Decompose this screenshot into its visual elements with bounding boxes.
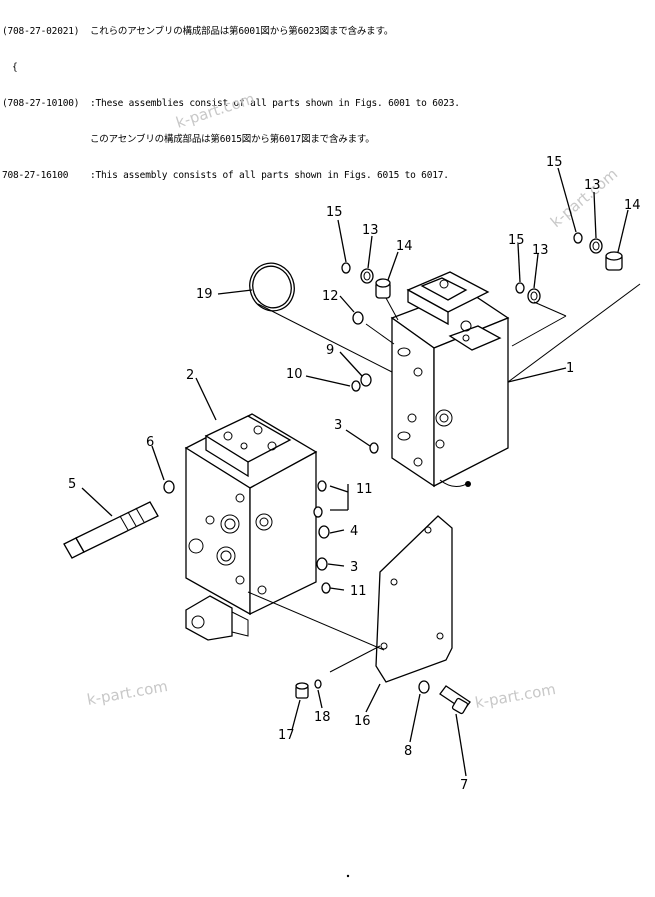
header-row-1: (708-27-02021) これらのアセンブリの構成部品は第6001図から第60… (2, 26, 460, 38)
header-en-line-1: These assemblies consist of all parts sh… (95, 98, 460, 109)
o-ring-12 (352, 311, 364, 325)
bolt-5 (63, 501, 159, 559)
callout-11: 11 (356, 482, 373, 497)
bolt-7 (439, 685, 471, 715)
callout-3: 3 (350, 560, 358, 575)
callout-13: 13 (362, 223, 379, 238)
callout-15: 15 (326, 205, 343, 220)
header-row-5: 708-27-16100:This assembly consists of a… (2, 170, 460, 182)
callout-12: 12 (322, 289, 339, 304)
header-row-3: (708-27-10100):These assemblies consist … (2, 98, 460, 110)
o-ring-15 (515, 282, 525, 294)
o-ring-11 (313, 506, 323, 518)
speck (346, 874, 350, 878)
callout-14: 14 (396, 239, 413, 254)
callout-5: 5 (68, 477, 76, 492)
valve-block-2 (184, 413, 318, 641)
watermark: k-part.com (174, 89, 257, 131)
callout-15: 15 (508, 233, 525, 248)
callout-3: 3 (334, 418, 342, 433)
o-ring-15 (341, 262, 351, 274)
brace-symbol: { (12, 62, 18, 73)
callout-11: 11 (350, 584, 367, 599)
o-ring-9 (360, 373, 372, 387)
watermark: k-part.com (474, 680, 558, 712)
cover-plate-16 (375, 515, 453, 683)
callout-9: 9 (326, 343, 334, 358)
o-ring-15 (573, 232, 583, 244)
part-number: (708-27-02021) (2, 26, 80, 37)
part-number: (708-27-10100) (2, 98, 80, 109)
callout-16: 16 (354, 714, 371, 729)
callout-7: 7 (460, 778, 468, 793)
part-number: 708-27-16100 (2, 170, 69, 181)
callout-10: 10 (286, 367, 303, 382)
header-jp-line-1: これらのアセンブリの構成部品は第6001図から第6023図まで含みます。 (90, 26, 394, 37)
callout-14: 14 (624, 198, 641, 213)
plug-14 (375, 278, 391, 299)
watermark: k-part.com (86, 677, 170, 709)
retainer-13 (589, 238, 603, 254)
callout-6: 6 (146, 435, 154, 450)
callout-2: 2 (186, 368, 194, 383)
plug-14 (605, 251, 623, 271)
header-row-brace: { (2, 62, 460, 74)
plug-17 (295, 682, 309, 699)
retainer-13 (527, 288, 541, 304)
callout-13: 13 (584, 178, 601, 193)
callout-1: 1 (566, 361, 574, 376)
callout-4: 4 (350, 524, 358, 539)
header-en-line-2: This assembly consists of all parts show… (95, 170, 449, 181)
callout-8: 8 (404, 744, 412, 759)
valve-block-1 (390, 271, 510, 488)
retainer-13 (360, 268, 374, 284)
o-ring-10 (351, 380, 361, 392)
o-ring-3 (316, 557, 328, 571)
o-ring-3 (369, 442, 379, 454)
header-jp-line-2: このアセンブリの構成部品は第6015図から第6017図まで含みます。 (90, 134, 375, 145)
o-ring-4 (318, 525, 330, 539)
separator: : (90, 170, 96, 181)
washer-6 (163, 480, 175, 494)
callout-19: 19 (196, 287, 213, 302)
callout-18: 18 (314, 710, 331, 725)
separator: : (90, 98, 96, 109)
o-ring-18 (314, 679, 322, 689)
callout-17: 17 (278, 728, 295, 743)
watermark: k-part.com (547, 165, 621, 231)
o-ring-11 (321, 582, 331, 594)
callout-13: 13 (532, 243, 549, 258)
header-row-4: このアセンブリの構成部品は第6015図から第6017図まで含みます。 (2, 134, 460, 146)
header-notes: (708-27-02021) これらのアセンブリの構成部品は第6001図から第60… (2, 2, 460, 194)
callout-15: 15 (546, 155, 563, 170)
washer-8 (418, 680, 430, 694)
o-ring-11 (317, 480, 327, 492)
